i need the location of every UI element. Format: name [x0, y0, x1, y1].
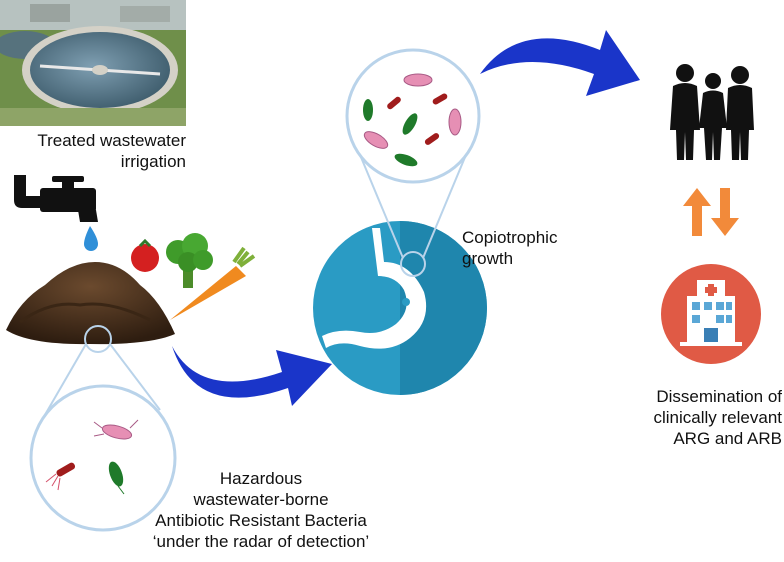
label-line: Hazardous [219, 469, 303, 488]
label-line: Treated wastewater [37, 131, 186, 150]
bacteria-icon [45, 462, 76, 491]
stomach-zoom-line-right [422, 149, 469, 259]
soil-pile-icon [6, 262, 175, 345]
soil-zoom-circle [84, 325, 112, 353]
dissemination-label: Dissemination of clinically relevant ARG… [604, 386, 783, 449]
bacteria-icon [93, 419, 139, 440]
label-line: Antibiotic Resistant Bacteria [155, 511, 367, 530]
hazardous-bacteria-label: Hazardous wastewater-borne Antibiotic Re… [118, 468, 404, 552]
label-line: Dissemination of [656, 387, 782, 406]
stomach-icon [313, 221, 487, 395]
flow-arrow-icon [480, 30, 640, 96]
faucet-icon [14, 175, 98, 222]
stomach-zoom-line-left [357, 149, 404, 259]
bacteria-icon [363, 73, 462, 167]
label-line: irrigation [120, 152, 186, 171]
label-line: Copiotrophic [462, 228, 558, 247]
flow-arrow-icon [172, 346, 332, 406]
soil-zoom-line-left [41, 343, 87, 421]
bidirectional-arrow-icon [683, 188, 739, 236]
label-line: growth [462, 249, 514, 268]
treated-wastewater-label: Treated wastewater irrigation [0, 130, 186, 172]
bacteria-icon [108, 461, 125, 495]
water-drop-icon [84, 226, 98, 251]
soil-bacteria-circle [29, 384, 177, 532]
vegetables-icon [131, 233, 256, 320]
label-line: ‘under the radar of detection’ [152, 532, 370, 551]
label-line: wastewater-borne [193, 490, 329, 509]
label-line: clinically relevant [653, 408, 783, 427]
soil-zoom-line-right [109, 343, 161, 411]
people-icon [670, 64, 754, 160]
copiotrophic-label: Copiotrophic growth [462, 227, 602, 269]
wastewater-plant-photo [0, 0, 186, 126]
label-line: ARG and ARB [673, 429, 782, 448]
hospital-icon [661, 264, 761, 364]
stomach-zoom-circle [400, 251, 426, 277]
